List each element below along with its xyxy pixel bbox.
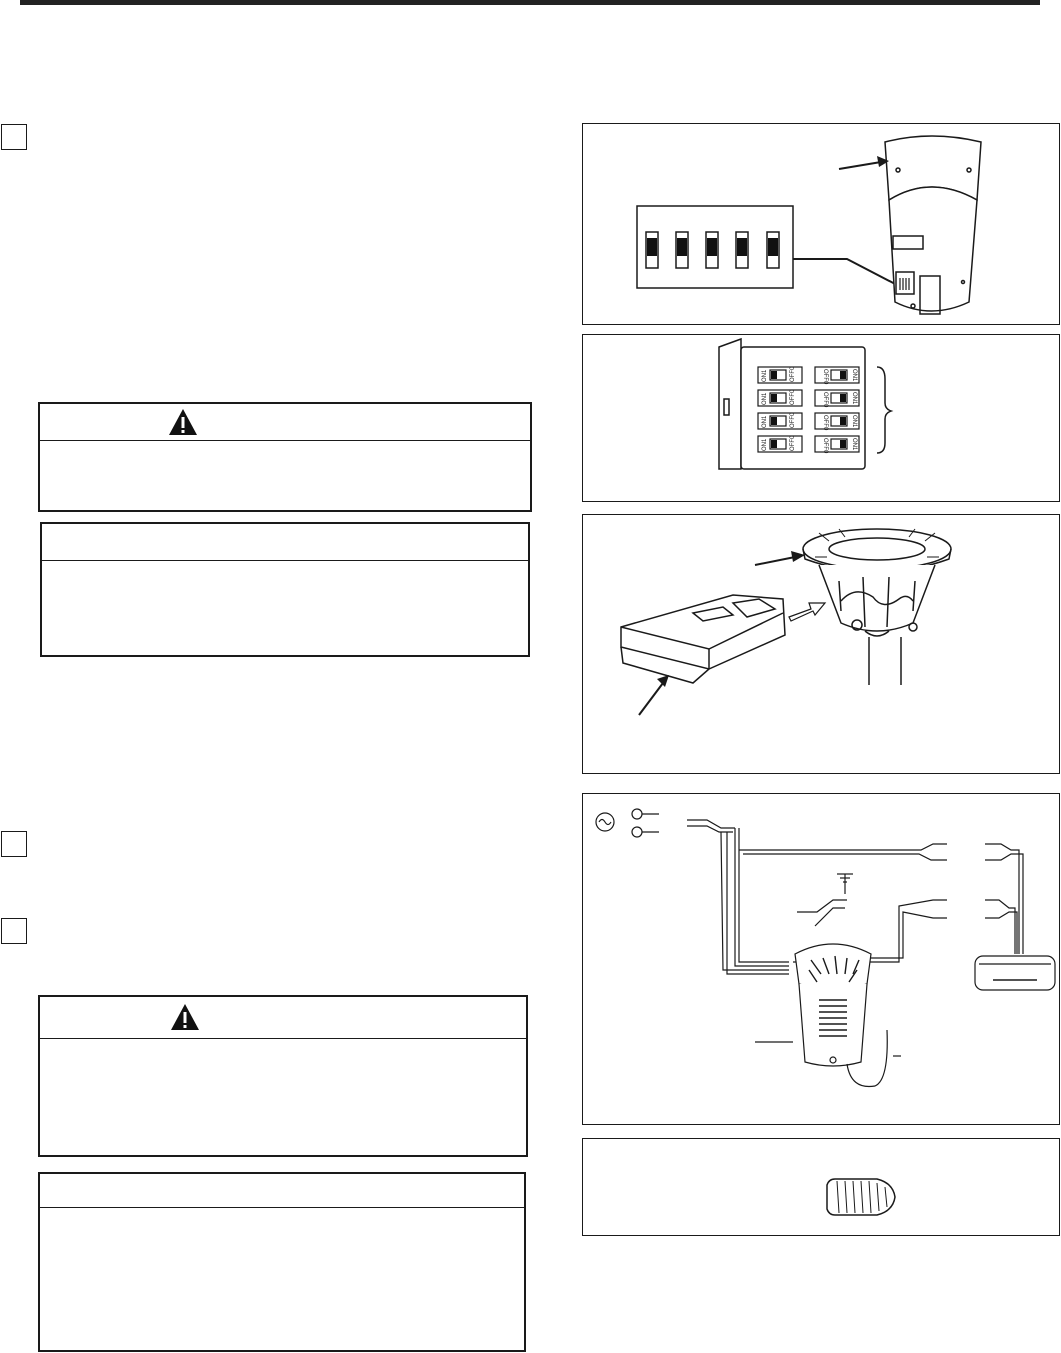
warning-triangle-icon	[171, 1004, 199, 1030]
breaker-label-on: ON1	[851, 438, 857, 451]
breaker-label-off: OFF0	[790, 412, 796, 428]
breaker-label-off: OFF0	[822, 415, 828, 431]
caution-box-2	[38, 1172, 526, 1352]
breaker-label-on: ON1	[851, 369, 857, 382]
breaker-label-on: ON1	[762, 369, 768, 382]
warning-box-2-header	[40, 997, 526, 1039]
breaker-label-on: ON1	[762, 438, 768, 451]
warning-box-1-header	[40, 404, 530, 441]
breaker-label-on: ON1	[851, 392, 857, 405]
warning-triangle-icon	[169, 409, 197, 435]
breaker-label-on: ON1	[762, 392, 768, 405]
breaker-label-off: OFF0	[822, 438, 828, 454]
breaker-label-off: OFF0	[822, 369, 828, 385]
breaker-label-off: OFF0	[822, 392, 828, 408]
breaker-label-off: OFF0	[790, 366, 796, 382]
breaker-label-off: OFF0	[790, 389, 796, 405]
step-marker-2	[1, 831, 27, 857]
wire-connector-figure	[582, 1138, 1060, 1236]
caution-box-2-header	[40, 1174, 524, 1208]
top-rule	[20, 0, 1040, 5]
wire-nut-icon	[826, 1178, 896, 1216]
caution-box-1	[40, 522, 530, 657]
breaker-label-on: ON1	[851, 415, 857, 428]
warning-box-2	[38, 995, 528, 1157]
caution-box-1-header	[42, 524, 528, 561]
circuit-breaker-panel-figure: ON1 OFF0 ON1 OFF0 ON1 OFF0 ON1 OFF0 OFF0…	[582, 334, 1060, 502]
warning-box-1	[38, 402, 532, 512]
breaker-label-off: OFF0	[790, 435, 796, 451]
breaker-label-on: ON1	[762, 415, 768, 428]
receiver-dip-switch-figure	[582, 123, 1060, 325]
step-marker-3	[1, 918, 27, 944]
receiver-wiring-diagram-figure	[582, 793, 1060, 1125]
step-marker-1	[1, 124, 27, 150]
receiver-into-mounting-bracket-figure	[582, 514, 1060, 774]
